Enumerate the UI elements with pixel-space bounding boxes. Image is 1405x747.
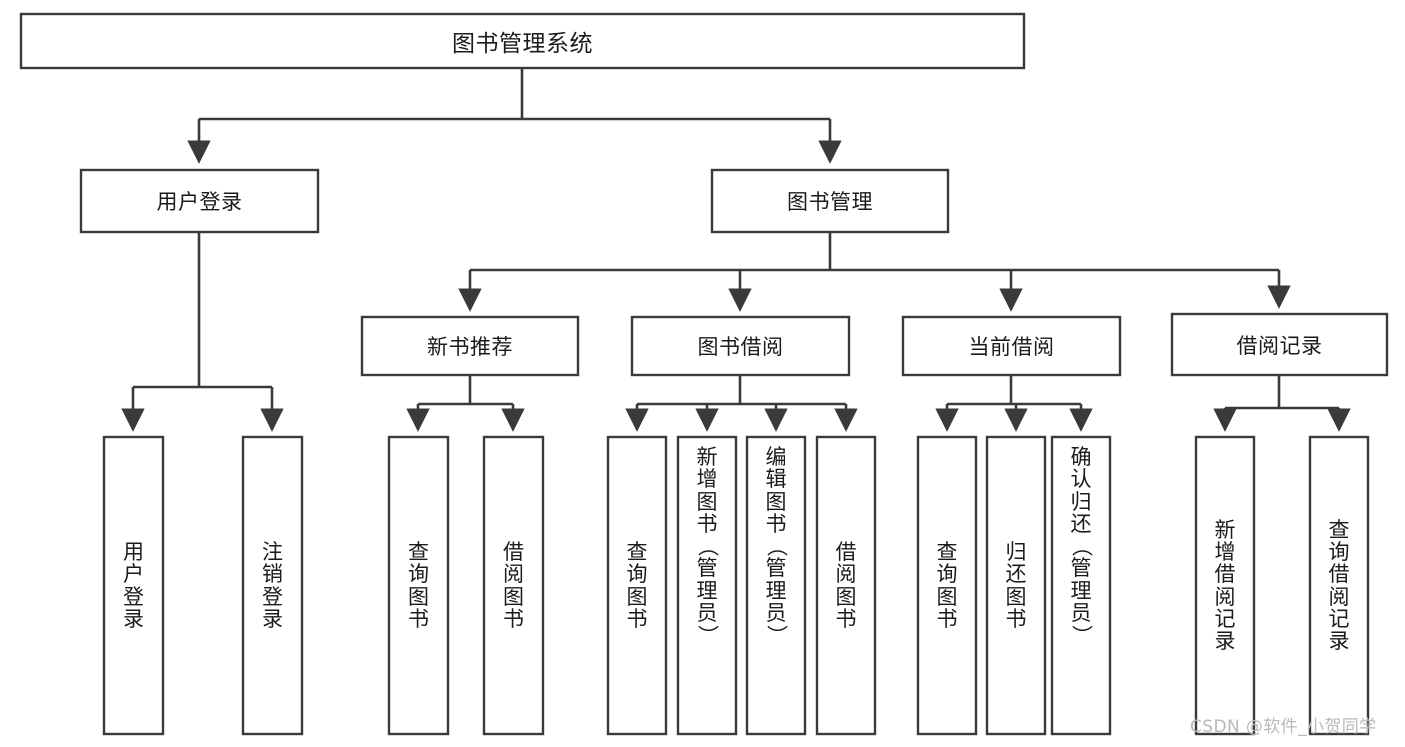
node-leaf-borrow-book-2-box[interactable] <box>815 435 877 736</box>
node-book-borrow-box[interactable] <box>630 315 851 377</box>
node-leaf-query-book-1-box[interactable] <box>387 435 450 736</box>
node-leaf-add-record-box[interactable] <box>1194 435 1256 736</box>
node-leaf-user-login-box[interactable] <box>102 435 165 736</box>
node-leaf-borrow-book-1-box[interactable] <box>482 435 545 736</box>
node-leaf-return-book-box[interactable] <box>985 435 1047 736</box>
node-leaf-add-book-box[interactable] <box>676 435 738 736</box>
node-leaf-query-book-2-box[interactable] <box>606 435 668 736</box>
node-book-manage-box[interactable] <box>710 168 950 234</box>
node-leaf-edit-book-box[interactable] <box>745 435 807 736</box>
node-root-box[interactable] <box>19 12 1026 70</box>
node-leaf-confirm-return-box[interactable] <box>1050 435 1112 736</box>
node-leaf-query-book-3-box[interactable] <box>916 435 978 736</box>
node-leaf-query-record-box[interactable] <box>1308 435 1370 736</box>
node-new-book-box[interactable] <box>360 315 580 377</box>
node-user-login-box[interactable] <box>79 168 320 234</box>
node-borrow-record-box[interactable] <box>1170 312 1389 377</box>
node-current-borrow-box[interactable] <box>901 315 1122 377</box>
node-leaf-logout-box[interactable] <box>241 435 304 736</box>
